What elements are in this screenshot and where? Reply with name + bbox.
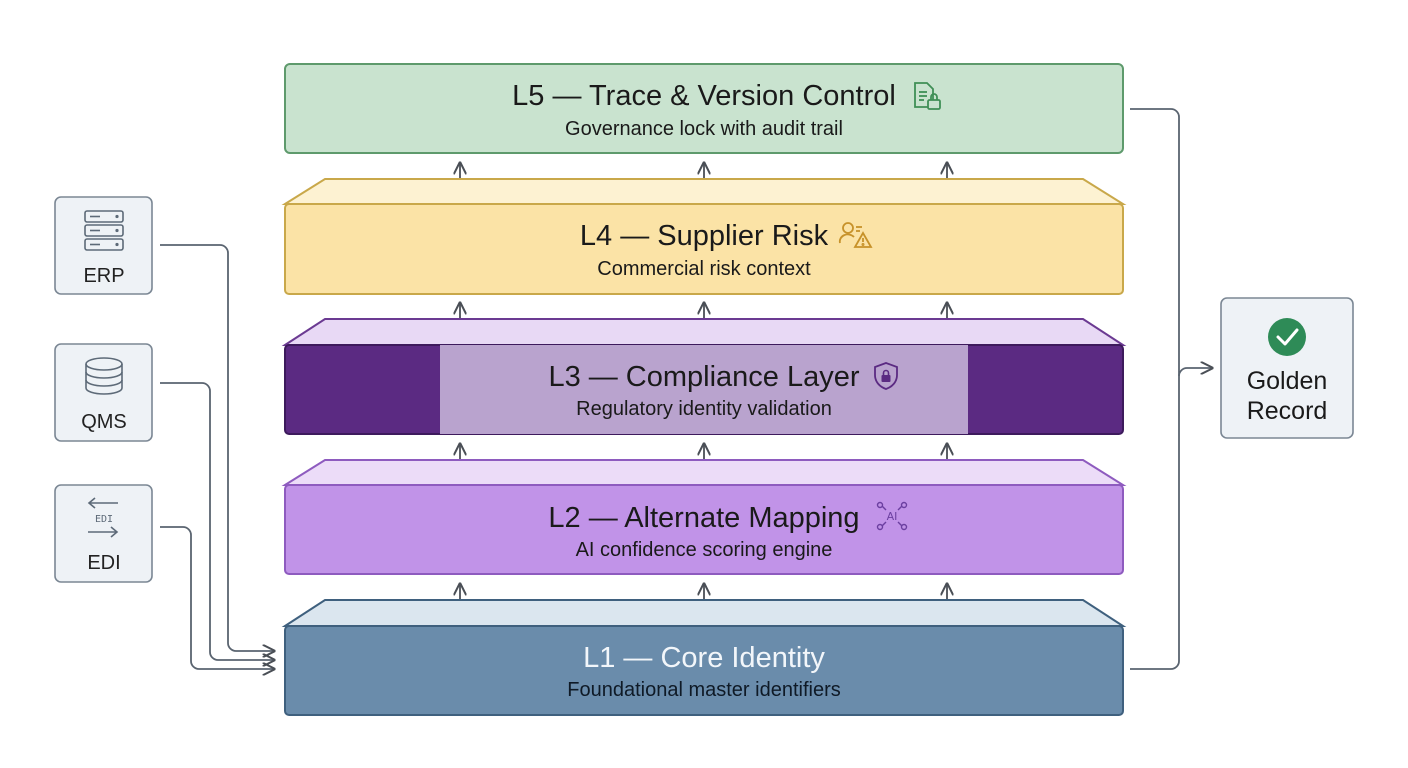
ai-network-icon: AI (876, 501, 908, 531)
source-connectors (160, 244, 274, 669)
source-qms-label: QMS (81, 411, 127, 433)
golden-connector (1130, 108, 1212, 670)
layer-l3: L3 — Compliance Layer Regulatory identit… (281, 318, 1127, 435)
source-edi[interactable]: EDI EDI (54, 484, 153, 583)
shield-lock-icon (874, 362, 898, 390)
layer-l1-subtitle: Foundational master identifiers (567, 679, 840, 701)
edi-exchange-icon: EDI (87, 497, 119, 538)
layer-l5: L5 — Trace & Version Control Governance … (284, 63, 1124, 154)
source-erp[interactable]: ERP (54, 196, 153, 295)
layer-l3-subtitle: Regulatory identity validation (576, 398, 832, 420)
source-edi-label: EDI (87, 552, 120, 574)
layer-l2: L2 — Alternate Mapping AI confidence sco… (281, 459, 1127, 575)
golden-record-label-line2: Record (1247, 397, 1328, 425)
layer-l1: L1 — Core Identity Foundational master i… (281, 599, 1127, 716)
layer-l4-subtitle: Commercial risk context (597, 258, 811, 280)
layer-l5-title: L5 — Trace & Version Control (512, 80, 896, 112)
document-lock-icon (914, 82, 941, 110)
layer-l1-title: L1 — Core Identity (583, 642, 825, 674)
source-erp-label: ERP (83, 265, 124, 287)
edi-icon-text: EDI (95, 514, 113, 525)
layer-l3-title: L3 — Compliance Layer (548, 361, 859, 393)
layer-l4-title: L4 — Supplier Risk (580, 220, 829, 252)
layer-l2-title: L2 — Alternate Mapping (548, 502, 859, 534)
layer-l2-subtitle: AI confidence scoring engine (576, 539, 833, 561)
server-rack-icon (84, 210, 124, 251)
source-qms[interactable]: QMS (54, 343, 153, 442)
database-icon (85, 357, 123, 395)
layer-l5-subtitle: Governance lock with audit trail (565, 118, 843, 140)
user-warning-icon (838, 222, 873, 248)
layer-l4: L4 — Supplier Risk Commercial risk conte… (281, 178, 1127, 295)
check-circle-icon (1268, 318, 1306, 356)
golden-record[interactable]: Golden Record (1220, 297, 1354, 439)
svg-text:AI: AI (887, 510, 898, 523)
golden-record-label-line1: Golden (1247, 367, 1328, 395)
